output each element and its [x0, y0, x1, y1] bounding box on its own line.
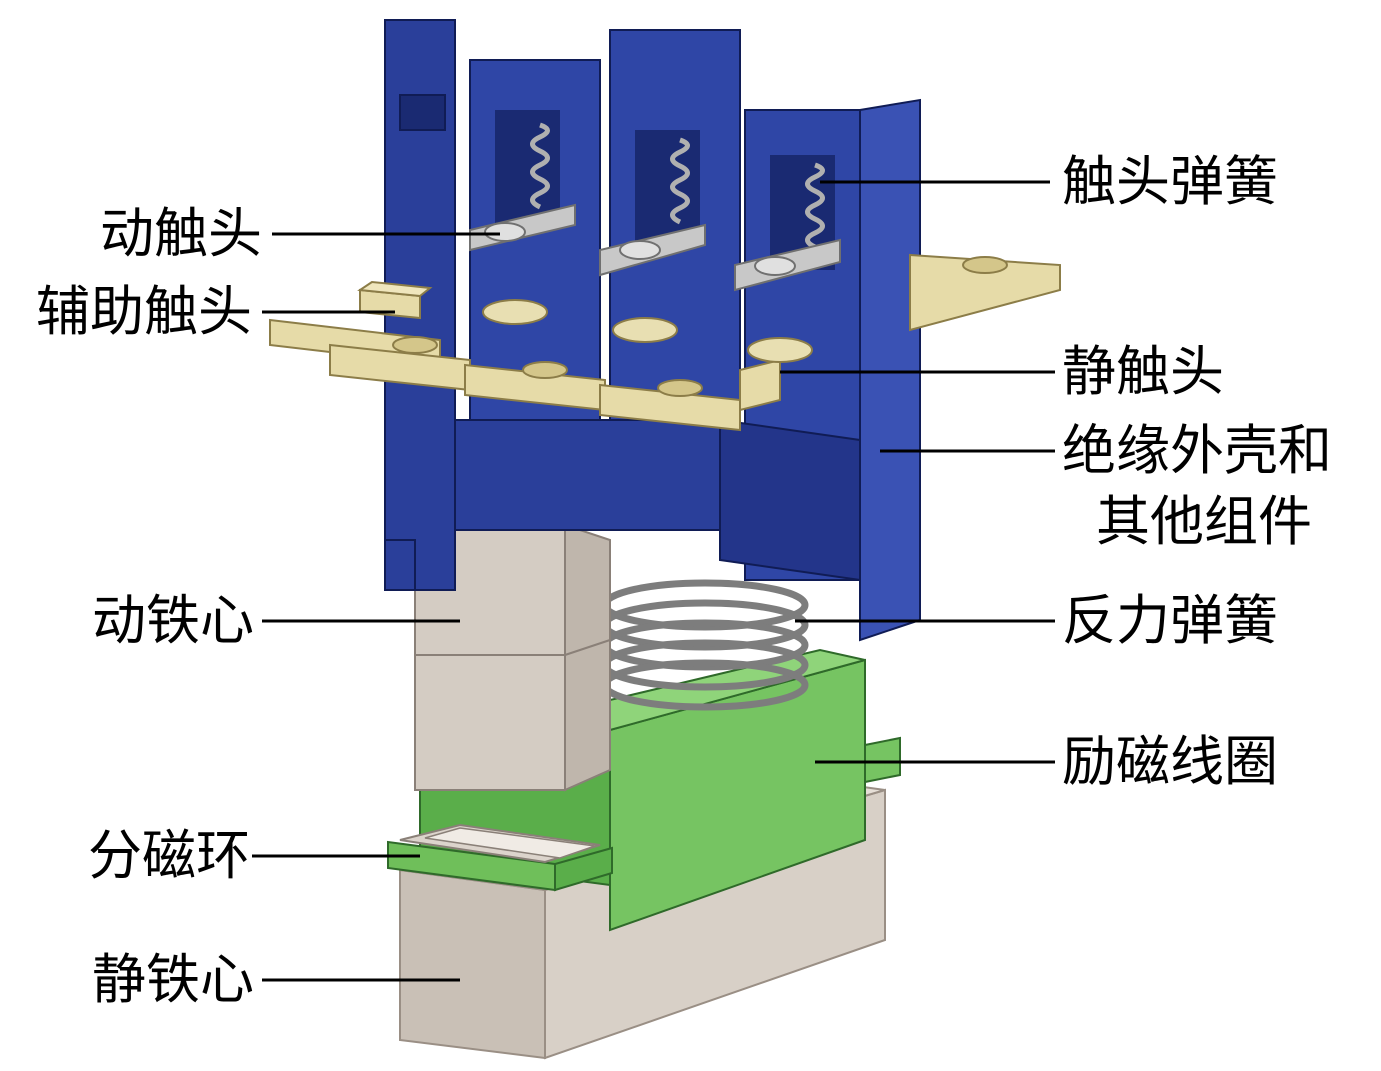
label-contact-spring: 触头弹簧 [1062, 150, 1278, 213]
label-auxiliary-contact: 辅助触头 [36, 280, 252, 343]
label-moving-core: 动铁心 [92, 589, 254, 652]
contact-springs [530, 122, 825, 250]
label-excitation-coil: 励磁线圈 [1062, 730, 1278, 793]
label-shading-ring: 分磁环 [88, 824, 250, 887]
shading-ring [387, 823, 613, 892]
moving-contact-bridges [469, 203, 841, 292]
label-static-contact: 静触头 [1062, 340, 1224, 403]
label-moving-contact: 动触头 [100, 202, 262, 265]
label-reaction-spring: 反力弹簧 [1062, 589, 1278, 652]
label-housing-line2: 其他组件 [1096, 490, 1312, 553]
insulating-housing [384, 19, 921, 642]
label-housing-line1: 绝缘外壳和 [1062, 419, 1332, 482]
leader-lines [252, 180, 1055, 982]
label-static-core: 静铁心 [92, 948, 254, 1011]
static-contacts [269, 253, 1061, 432]
